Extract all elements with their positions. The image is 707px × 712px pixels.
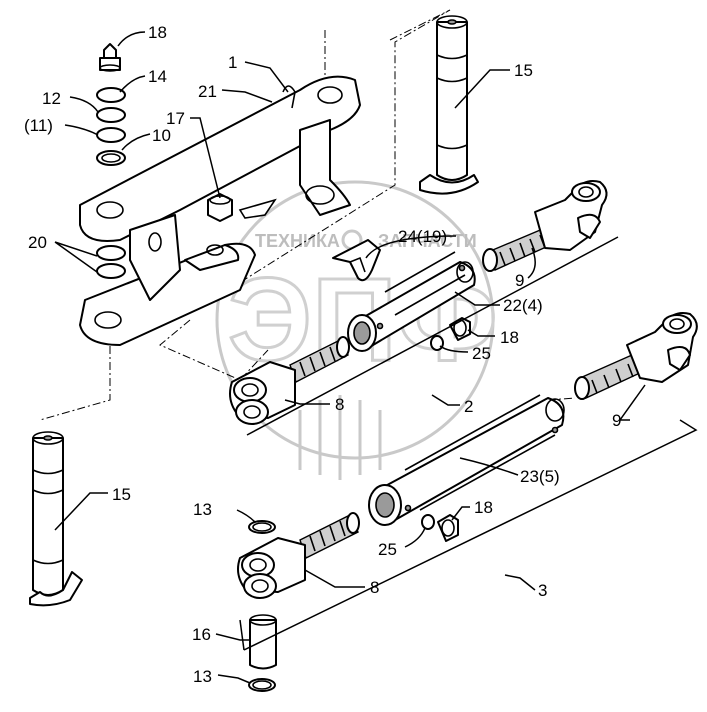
label-13-lower: 13: [193, 667, 212, 686]
center-line-b: [39, 330, 111, 421]
label-8-upper: 8: [335, 395, 344, 414]
center-line-c: [227, 9, 451, 291]
label-22: 22(4): [503, 296, 543, 315]
label-9-upper: 9: [515, 271, 524, 290]
label-13-upper: 13: [193, 500, 212, 519]
label-21: 21: [198, 82, 217, 101]
label-17: 17: [166, 109, 185, 128]
label-9-lower: 9: [612, 411, 621, 430]
label-24: 24(19): [398, 227, 447, 246]
washers-20: [96, 245, 126, 279]
label-20: 20: [28, 233, 47, 252]
rod-end-9-lower: [574, 312, 698, 400]
label-14: 14: [148, 67, 167, 86]
label-18-upper: 18: [500, 328, 519, 347]
pin-16-and-rings-13: [248, 520, 277, 692]
leader-lines: [54, 31, 646, 684]
label-16: 16: [192, 625, 211, 644]
label-8-lower: 8: [370, 578, 379, 597]
label-1: 1: [228, 53, 237, 72]
cotter-pin-1: [282, 85, 296, 109]
rod-end-8-upper: [229, 336, 350, 425]
label-18-top: 18: [148, 23, 167, 42]
label-18-lower: 18: [474, 498, 493, 517]
assembly-3-line-end: [239, 619, 245, 651]
label-2: 2: [464, 397, 473, 416]
label-3: 3: [538, 581, 547, 600]
label-10: 10: [152, 126, 171, 145]
grease-nut-17: [207, 193, 233, 222]
rod-end-9-upper: [482, 180, 608, 272]
label-15-top: 15: [514, 61, 533, 80]
upper-bracket-21: [79, 75, 361, 346]
assembly-2-line: [246, 236, 619, 436]
sleeve-22: [347, 251, 476, 352]
assembly-3-line: [243, 419, 698, 651]
label-25-lower: 25: [378, 540, 397, 559]
label-11: (11): [24, 116, 53, 135]
label-23: 23(5): [520, 467, 560, 486]
pin-15-top: [419, 15, 479, 195]
sleeve-23: [368, 394, 565, 526]
center-line-d: [159, 319, 269, 381]
label-25-upper: 25: [472, 344, 491, 363]
callout-labels: 18 14 12 (11) 10 1 21 17 15 20 24(19) 9 …: [24, 23, 621, 686]
watermark-circle: [215, 180, 495, 460]
watermark-wheat-icon: [298, 395, 382, 480]
clip-24: [332, 239, 381, 282]
grease-fitting-lower: [421, 514, 459, 542]
label-15-bottom: 15: [112, 485, 131, 504]
rod-end-8-lower: [237, 512, 360, 599]
label-12: 12: [42, 89, 61, 108]
watermark-text-1: ТЕХНИКА: [255, 231, 340, 251]
fitting-stack: [96, 43, 126, 166]
pin-15-bottom: [29, 431, 83, 607]
